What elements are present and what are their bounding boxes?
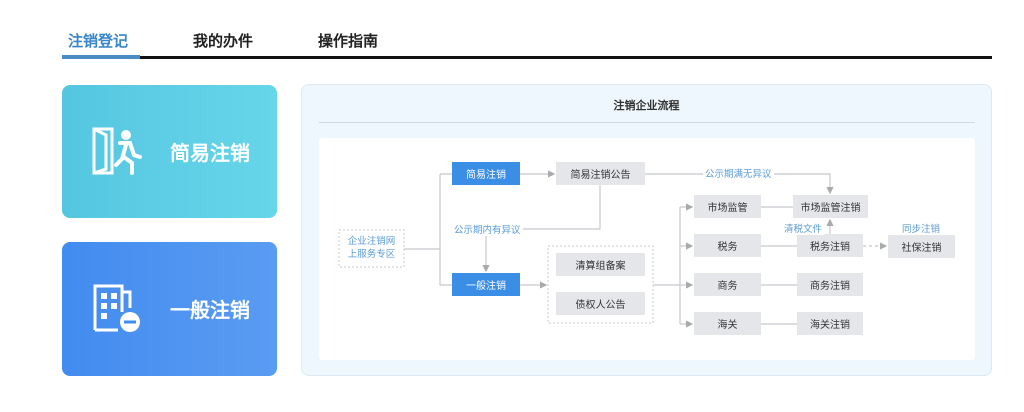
general-cancel-label: 一般注销 [170, 298, 250, 322]
title-divider [319, 122, 975, 123]
creditor-node: 债权人公告 [556, 292, 645, 315]
active-tab-indicator [62, 55, 140, 59]
tab-divider [140, 56, 992, 59]
dept-node: 市场监管 [694, 195, 761, 218]
start-line-2: 上服务专区 [347, 249, 396, 260]
building-minus-icon [93, 284, 140, 332]
cancel-node: 商务注销 [797, 273, 863, 296]
social-cancel-node: 社保注销 [888, 235, 955, 258]
start-node: 企业注销网 上服务专区 [339, 235, 404, 261]
general-cancel-card[interactable]: 一般注销 [62, 242, 277, 376]
no-objection-label: 公示期满无异议 [703, 166, 774, 180]
simple-cancel-card[interactable]: 简易注销 [62, 85, 277, 218]
cancel-node: 市场监管注销 [793, 195, 868, 218]
cancel-node: 税务注销 [797, 234, 863, 257]
dept-node: 商务 [694, 273, 761, 296]
dept-node: 税务 [694, 234, 761, 257]
tab-cancel-registration[interactable]: 注销登记 [68, 32, 129, 50]
objection-label: 公示期内有异议 [452, 222, 523, 236]
simple-cancel-node: 简易注销 [452, 162, 520, 185]
flow-title: 注销企业流程 [613, 99, 680, 112]
simple-notice-node: 简易注销公告 [556, 162, 645, 185]
simple-cancel-label: 简易注销 [170, 141, 250, 165]
exit-door-icon [92, 127, 142, 175]
cancel-node: 海关注销 [797, 312, 863, 335]
start-line-1: 企业注销网 [347, 236, 396, 247]
tab-my-cases[interactable]: 我的办件 [193, 32, 254, 50]
tax-doc-label: 清税文件 [782, 221, 825, 235]
liquidation-node: 清算组备案 [556, 253, 645, 276]
dept-node: 海关 [694, 312, 761, 335]
tab-guide[interactable]: 操作指南 [318, 32, 379, 50]
general-cancel-node: 一般注销 [452, 273, 520, 296]
sync-label: 同步注销 [900, 221, 943, 235]
